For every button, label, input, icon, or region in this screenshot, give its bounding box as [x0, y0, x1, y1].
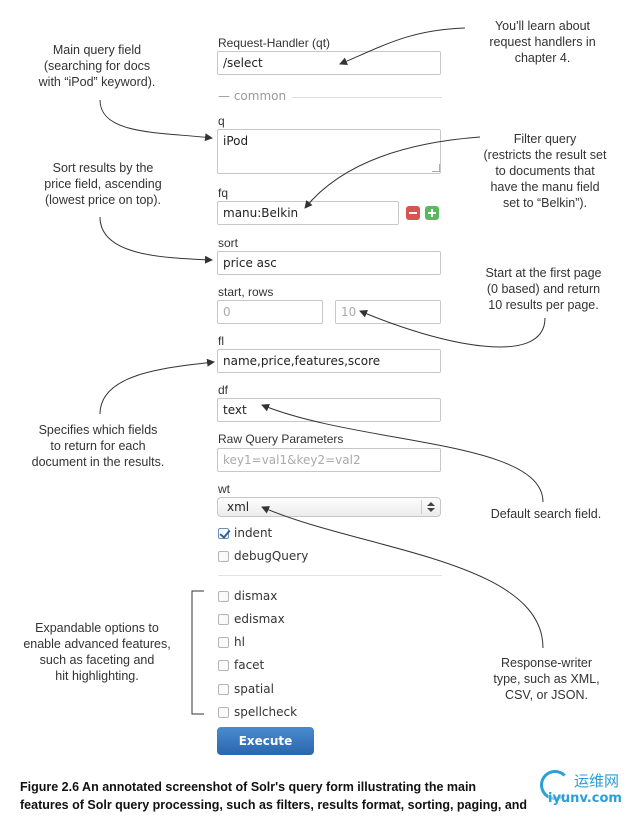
indent-checkbox[interactable] [218, 528, 229, 539]
hl-checkbox[interactable] [218, 637, 229, 648]
arrow-default-field [261, 403, 544, 503]
annotation-response-writer: Response-writer type, such as XML, CSV, … [493, 656, 600, 702]
annotation-default-field: Default search field. [490, 507, 602, 521]
sort-label: sort [218, 236, 239, 250]
section-divider [218, 575, 442, 576]
start-input[interactable]: 0 [217, 300, 323, 324]
annotation-main-query: Main query field (searching for docs wit… [38, 43, 156, 89]
raw-params-label: Raw Query Parameters [218, 432, 344, 446]
facet-checkbox[interactable] [218, 660, 229, 671]
facet-label: facet [234, 658, 265, 672]
spatial-label: spatial [234, 682, 274, 696]
wt-select-value: xml [227, 500, 250, 514]
minus-icon [409, 212, 417, 214]
remove-filter-button[interactable] [406, 206, 420, 220]
arrow-filter-query [304, 136, 481, 209]
arrow-sort [99, 216, 213, 264]
watermark-en: iyunv.com [548, 791, 622, 806]
spellcheck-checkbox[interactable] [218, 707, 229, 718]
handler-input[interactable]: /select [217, 51, 441, 75]
fl-input[interactable]: name,price,features,score [217, 349, 441, 373]
add-filter-button[interactable] [425, 206, 439, 220]
annotation-handlers: You'll learn about request handlers in c… [489, 19, 596, 65]
common-section-label: — common [218, 89, 293, 103]
rows-input[interactable]: 10 [335, 300, 441, 324]
arrow-paging [359, 310, 546, 348]
arrow-response-writer [261, 506, 544, 649]
debug-query-checkbox[interactable] [218, 551, 229, 562]
figure-caption-line2: features of Solr query processing, such … [20, 798, 528, 812]
annotation-fields: Specifies which fields to return for eac… [31, 423, 165, 469]
bracket-expandable [191, 590, 204, 715]
wt-label: wt [218, 482, 230, 496]
q-textarea[interactable]: iPod [217, 129, 441, 174]
arrow-fields [99, 358, 215, 415]
annotation-filter-query: Filter query (restricts the result set t… [483, 132, 607, 210]
edismax-label: edismax [234, 612, 285, 626]
raw-params-input[interactable]: key1=val1&key2=val2 [217, 448, 441, 472]
q-label: q [218, 114, 225, 128]
indent-label: indent [234, 526, 273, 540]
df-label: df [218, 383, 229, 397]
arrow-handlers [339, 27, 466, 65]
start-rows-label: start, rows [218, 285, 274, 299]
sort-input[interactable]: price asc [217, 251, 441, 275]
dismax-label: dismax [234, 589, 278, 603]
handler-label: Request-Handler (qt) [218, 36, 331, 50]
fq-label: fq [218, 186, 229, 200]
df-input[interactable]: text [217, 398, 441, 422]
execute-query-button[interactable]: Execute Query [217, 727, 314, 776]
dismax-checkbox[interactable] [218, 591, 229, 602]
spellcheck-label: spellcheck [234, 705, 298, 719]
annotation-paging: Start at the first page (0 based) and re… [485, 266, 602, 312]
resize-grip-icon[interactable] [432, 164, 440, 172]
edismax-checkbox[interactable] [218, 614, 229, 625]
select-arrows-icon [427, 502, 435, 512]
debug-query-label: debugQuery [234, 549, 309, 563]
annotation-expandable: Expandable options to enable advanced fe… [23, 621, 171, 683]
annotation-sort: Sort results by the price field, ascendi… [44, 161, 162, 207]
watermark-cn: 运维网 [574, 772, 620, 790]
common-divider: — common [218, 89, 442, 105]
fl-label: fl [218, 334, 224, 348]
arrow-main-query [99, 99, 213, 142]
spatial-checkbox[interactable] [218, 684, 229, 695]
hl-label: hl [234, 635, 245, 649]
figure-caption-line1: Figure 2.6 An annotated screenshot of So… [20, 780, 477, 794]
